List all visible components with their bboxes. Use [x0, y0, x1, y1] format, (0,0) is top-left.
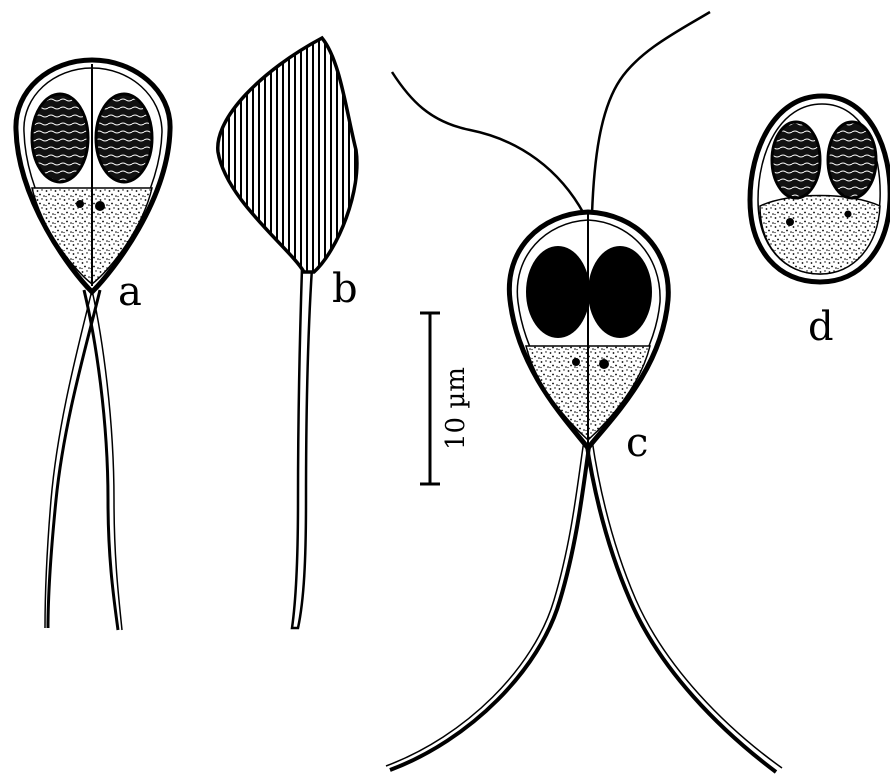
panel-d-granule	[845, 211, 852, 218]
panel-a-granule	[95, 201, 105, 211]
panel-b-label: b	[332, 266, 358, 312]
panel-c-granule	[572, 358, 580, 366]
panel-a-flagellum-left-inner	[45, 290, 92, 628]
panel-c-label: c	[626, 420, 648, 466]
panel-d-nucleus-right	[828, 122, 876, 198]
panel-d-label: d	[808, 304, 834, 350]
panel-a-granule	[76, 200, 84, 208]
panel-c-granule	[599, 359, 609, 369]
scale-bar-label: 10 µm	[441, 367, 471, 450]
panel-d-cell: d	[750, 96, 890, 350]
panel-a-nucleus-left	[32, 94, 88, 182]
panel-c-flagellum-posterior-left	[390, 440, 590, 770]
panel-a-label: a	[118, 269, 142, 315]
panel-b-flagellum	[292, 268, 312, 628]
panel-b-cell: b	[218, 38, 358, 628]
panel-a-cell: a	[16, 60, 170, 630]
panel-d-granule	[786, 218, 794, 226]
panel-c-nucleus-left	[526, 246, 590, 338]
panel-c-flagellum-anterior-left	[392, 72, 584, 214]
panel-d-nucleus-left	[772, 122, 820, 198]
panel-c-flagellum-posterior-left-inner	[386, 440, 584, 766]
panel-c-flagellum-anterior-right	[592, 12, 710, 214]
scale-bar: 10 µm	[420, 313, 471, 484]
panel-b-body	[218, 38, 357, 272]
panel-c-flagellum-posterior-right	[586, 440, 776, 772]
panel-c-nucleus-right	[588, 246, 652, 338]
panel-a-nucleus-right	[96, 94, 152, 182]
panel-c-flagellum-posterior-right-inner	[592, 440, 782, 768]
